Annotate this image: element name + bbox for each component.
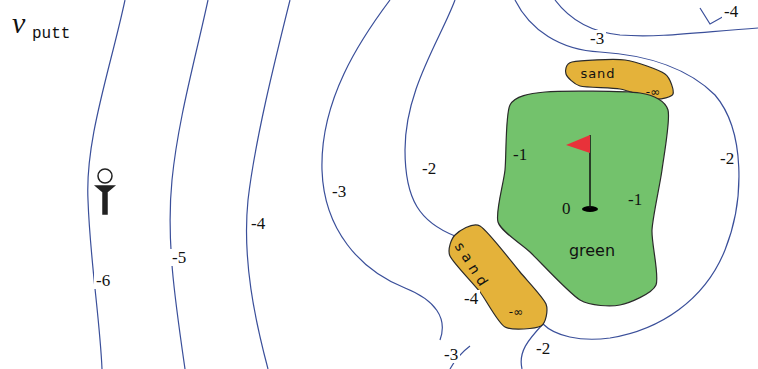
region-name: green (569, 243, 615, 259)
contour-value: 0 (560, 200, 573, 217)
contour-line (88, 0, 125, 369)
value-function-name: v (10, 8, 27, 38)
contour-value: -3 (588, 30, 606, 47)
contour-value: -5 (170, 249, 188, 266)
region-name: sand (580, 67, 615, 80)
contour-line (170, 0, 208, 369)
contour-value: -3 (442, 346, 460, 363)
sand-trap: sand-∞ (442, 220, 554, 335)
contour-line (555, 0, 758, 36)
contour-value: -3 (330, 183, 348, 200)
value-function-name: putt (30, 26, 72, 42)
contour-line (405, 0, 455, 236)
contour-value: -1 (511, 146, 529, 163)
contour-value: -2 (534, 340, 552, 357)
tee-symbol (96, 169, 114, 214)
region-outline (442, 220, 554, 335)
contour-value: -1 (626, 191, 644, 208)
contour-value: -4 (249, 215, 267, 232)
contour-line (246, 0, 290, 369)
contour-value: -2 (718, 150, 736, 167)
contour-value: -2 (420, 160, 438, 177)
contour-value: -6 (94, 272, 112, 289)
region-value: -∞ (509, 306, 523, 318)
contour-line (322, 0, 442, 340)
contour-value: -4 (462, 290, 480, 307)
region-shape (449, 225, 547, 329)
region-shape (497, 91, 668, 306)
flag-and-hole (566, 135, 598, 212)
contour-value: -4 (722, 3, 740, 20)
